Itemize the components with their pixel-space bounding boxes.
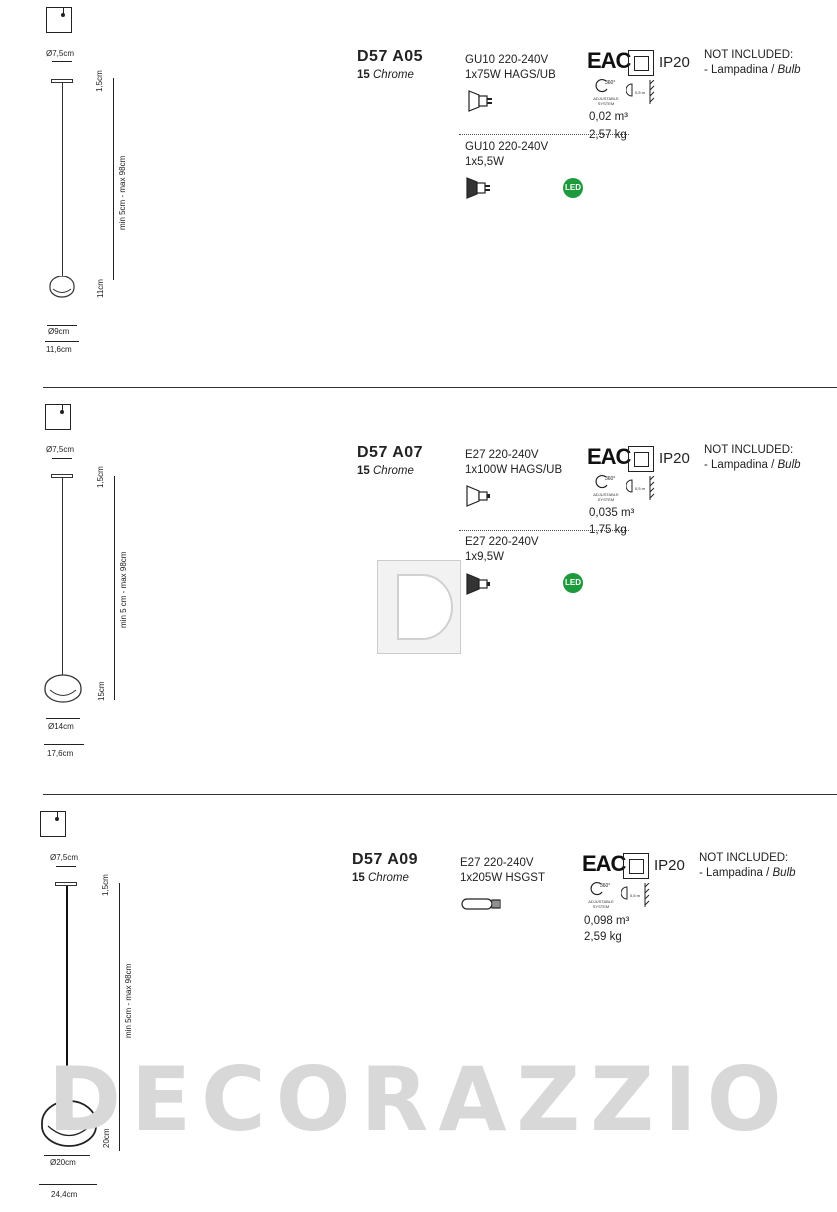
ip-rating: IP20 (654, 857, 685, 874)
shade-width-label: 11,6cm (46, 345, 72, 354)
shade-drawing (41, 1100, 97, 1147)
volume: 0,02 m³ (589, 111, 628, 123)
rotation-icon (595, 78, 608, 93)
shade-diameter-label: Ø9cm (48, 327, 70, 336)
canopy-diameter-label: Ø7,5cm (46, 49, 75, 58)
suspension-cord (62, 83, 63, 278)
distance-icon (626, 476, 655, 500)
rotation-label: 360° (605, 80, 616, 86)
distance-icon (626, 80, 655, 104)
tubular-bulb-icon (461, 898, 501, 910)
shade-drawing (49, 276, 75, 298)
canopy (55, 882, 77, 886)
canopy-diameter-label: Ø7,5cm (50, 853, 79, 862)
eac-mark-icon: EAC (587, 444, 631, 469)
shade-width-label: 17,6cm (47, 749, 74, 758)
shade-diameter-label: Ø20cm (50, 1158, 76, 1167)
watermark-logo (377, 560, 461, 654)
length-label: min 5 cm - max 98cm (119, 551, 128, 628)
section-divider (43, 794, 837, 795)
rotation-icon (595, 474, 608, 489)
ceiling-mount-icon (46, 7, 72, 33)
product-section-a05: Ø7,5cm 1,5cm min 5cm - max 98cm 11cm Ø9c… (0, 0, 837, 400)
product-code: D57 A07 (357, 444, 424, 461)
eac-mark-icon: EAC (587, 48, 631, 73)
length-label: min 5cm - max 98cm (118, 155, 127, 230)
canopy-height-label: 1,5cm (95, 70, 104, 92)
canopy (51, 474, 73, 478)
gu10-bulb-icon (468, 90, 492, 112)
shade-height-label: 11cm (96, 279, 105, 298)
led-badge-icon: LED (563, 573, 583, 593)
product-section-a07: Ø7,5cm 1,5cm min 5 cm - max 98cm 15cm Ø1… (0, 396, 837, 796)
shade-width-label: 24,4cm (51, 1190, 78, 1199)
canopy-height-label: 1,5cm (101, 874, 110, 896)
canopy-height-label: 1,5cm (96, 466, 105, 488)
weight: 2,57 kg (589, 129, 627, 141)
e27-bulb-icon (466, 485, 490, 507)
length-label: min 5cm - max 98cm (124, 963, 133, 1038)
distance-label: 0,5 m (635, 90, 646, 95)
ip-class-icon (628, 446, 654, 472)
adjustable-system-label: ADJUSTABLE SYSTEM (588, 899, 614, 909)
gu10-led-bulb-icon (466, 177, 490, 199)
led-badge-icon: LED (563, 178, 583, 198)
product-code: D57 A09 (352, 851, 419, 868)
product-code: D57 A05 (357, 48, 424, 65)
suspension-cord (66, 886, 68, 1106)
volume: 0,098 m³ (584, 915, 630, 927)
canopy-diameter-label: Ø7,5cm (46, 445, 75, 454)
ceiling-mount-icon (40, 811, 66, 837)
finish: 15 Chrome (352, 872, 409, 884)
distance-label: 0,5 m (630, 893, 641, 898)
adjustable-system-label: ADJUSTABLE SYSTEM (593, 96, 619, 106)
shade-height-label: 15cm (97, 681, 106, 701)
distance-icon (621, 883, 650, 907)
ip-rating: IP20 (659, 450, 690, 467)
weight: 1,75 kg (589, 524, 627, 536)
adjustable-system-label: ADJUSTABLE SYSTEM (593, 492, 619, 502)
e27-led-bulb-icon (466, 573, 490, 595)
product-section-a09: Ø7,5cm 1,5cm min 5cm - max 98cm 20cm Ø20… (0, 803, 837, 1203)
not-included-note: NOT INCLUDED:- Lampadina / Bulb (699, 852, 796, 879)
eac-mark-icon: EAC (582, 851, 626, 876)
rotation-label: 360° (600, 883, 611, 889)
ceiling-mount-icon (45, 404, 71, 430)
finish: 15 Chrome (357, 69, 414, 81)
weight: 2,59 kg (584, 931, 622, 943)
not-included-note: NOT INCLUDED:- Lampadina / Bulb (704, 49, 801, 76)
ip-class-icon (623, 853, 649, 879)
ip-rating: IP20 (659, 54, 690, 71)
canopy (51, 79, 73, 83)
watermark-text: DECORAZZIO (48, 1048, 792, 1151)
shade-diameter-label: Ø14cm (48, 722, 74, 731)
volume: 0,035 m³ (589, 507, 635, 519)
shade-drawing (44, 674, 82, 703)
section-divider (43, 387, 837, 388)
ip-class-icon (628, 50, 654, 76)
distance-label: 0,5 m (635, 486, 646, 491)
finish: 15 Chrome (357, 465, 414, 477)
suspension-cord (62, 478, 63, 678)
rotation-label: 360° (605, 476, 616, 482)
rotation-icon (590, 881, 603, 896)
not-included-note: NOT INCLUDED:- Lampadina / Bulb (704, 444, 801, 471)
